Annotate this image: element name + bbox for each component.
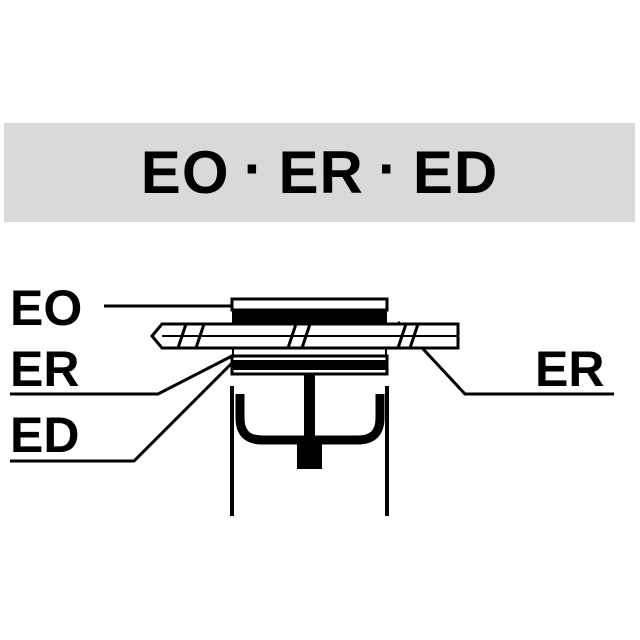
label-eo: EO [10, 280, 83, 336]
lower-rim-band [232, 360, 387, 370]
thread-mark-2 [194, 323, 206, 349]
thread-mark-6 [408, 323, 420, 349]
title-ed: ED [412, 139, 499, 206]
thread-mark-5 [396, 323, 408, 349]
flange-cap [230, 297, 389, 312]
title-separator-2: · [377, 135, 399, 202]
title-separator-1: · [243, 135, 265, 202]
center-stem [304, 374, 315, 450]
flange-slot [234, 348, 385, 356]
label-ed: ED [10, 407, 80, 463]
label-er-right: ER [535, 341, 605, 397]
title: EO·ER·ED [140, 135, 499, 207]
leader-line-ed [10, 361, 234, 463]
title-banner: EO·ER·ED [4, 123, 635, 222]
leader-line-er-left [10, 354, 233, 396]
thread-mark-1 [176, 323, 188, 349]
label-er-left: ER [10, 341, 80, 397]
thread-mark-4 [300, 323, 312, 349]
center-nut [297, 438, 322, 469]
title-eo: EO [140, 139, 230, 206]
thread-mark-3 [286, 323, 298, 349]
title-er: ER [278, 139, 364, 206]
